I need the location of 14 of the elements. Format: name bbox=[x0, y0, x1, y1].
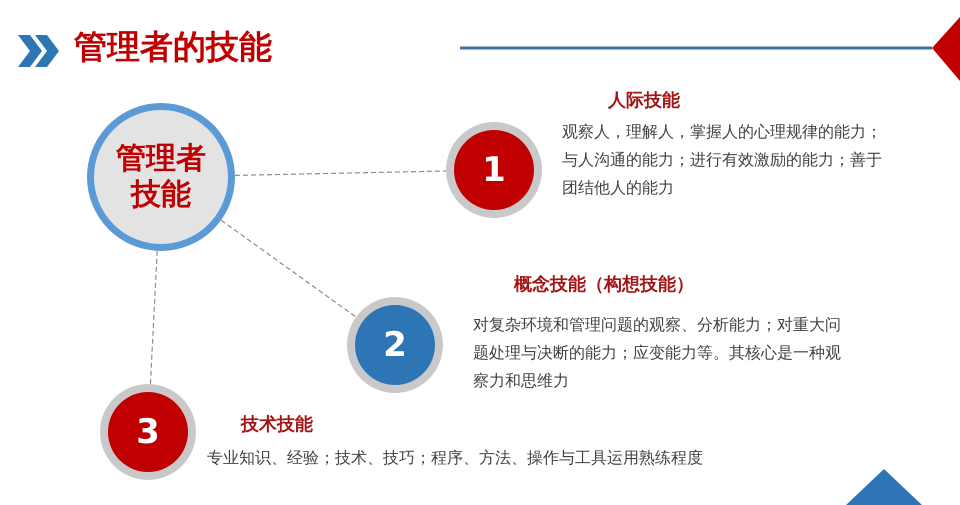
skill-heading: 人际技能 bbox=[608, 89, 680, 112]
skill-heading: 概念技能（构想技能） bbox=[514, 273, 694, 296]
skill-heading: 技术技能 bbox=[241, 413, 313, 436]
dashed-connector bbox=[150, 250, 158, 384]
hub-circle: 管理者技能 bbox=[87, 103, 235, 251]
dashed-connector bbox=[234, 170, 446, 176]
skill-description: 对复杂环境和管理问题的观察、分析能力；对重大问题处理与决断的能力；应变能力等。其核心是一种观察力和思维力 bbox=[473, 314, 842, 392]
number-circle: 3 bbox=[100, 384, 196, 480]
page-title: 管理者的技能 bbox=[74, 27, 272, 67]
number-circle: 2 bbox=[347, 297, 443, 393]
number-circle: 1 bbox=[446, 122, 542, 218]
dashed-connector bbox=[220, 220, 356, 318]
skill-description: 专业知识、经验；技术、技巧；程序、方法、操作与工具运用熟练程度 bbox=[207, 447, 704, 469]
skill-description: 观察人，理解人，掌握人的心理规律的能力；与人沟通的能力；进行有效激励的能力；善于团结他人的能力 bbox=[562, 121, 883, 199]
